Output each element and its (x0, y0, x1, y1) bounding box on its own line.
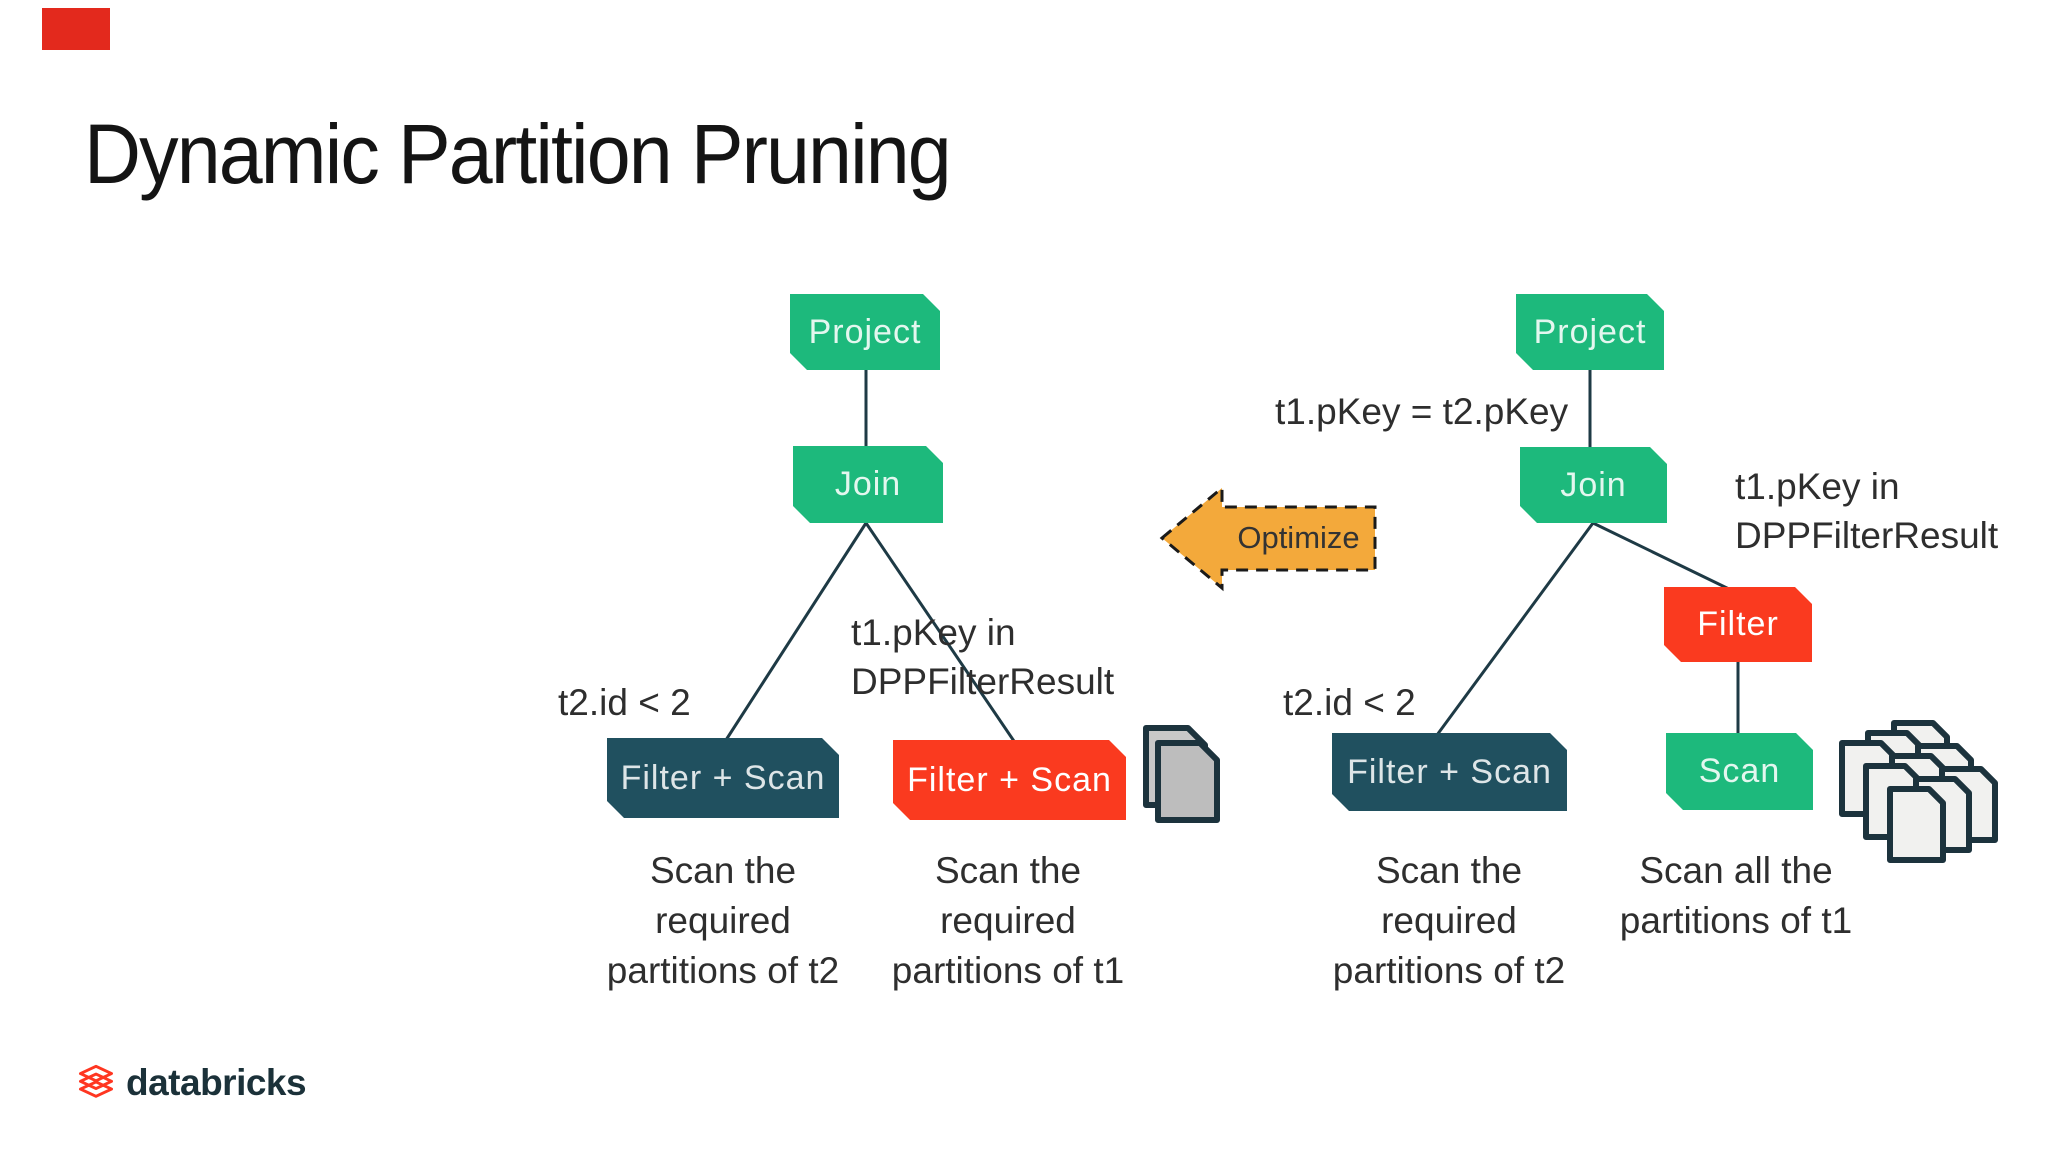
right-t2-caption-line3: partitions of t2 (1332, 950, 1566, 991)
left-dpp-condition-line2: DPPFilterResult (851, 661, 1115, 702)
left-dpp-condition-line1: t1.pKey in (851, 612, 1016, 653)
documents-stack-icon (1839, 720, 1998, 863)
left-join-label: Join (834, 465, 902, 503)
right-filter-scan-label: Filter + Scan (1347, 752, 1552, 791)
left-filter-scan-node: Filter + Scan (607, 738, 839, 818)
right-t2-caption: Scan the required partitions of t2 (1289, 846, 1609, 996)
databricks-logo: databricks (76, 1062, 307, 1104)
left-filter-condition: t2.id < 2 (558, 682, 691, 723)
left-t2-caption-line1: Scan the (649, 850, 797, 891)
right-join-label: Join (1560, 465, 1627, 504)
page-title: Dynamic Partition Pruning (84, 107, 952, 201)
right-filter-label: Filter (1697, 605, 1779, 643)
optimize-arrow-shape (1159, 484, 1377, 592)
left-t2-caption-line2: required (655, 900, 791, 941)
left-t1-caption: Scan the required partitions of t1 (848, 846, 1168, 996)
left-t2-caption-line3: partitions of t2 (606, 950, 840, 991)
connector-lines (724, 370, 1740, 748)
right-filter-scan-node: Filter + Scan (1332, 733, 1567, 811)
databricks-wordmark: databricks (126, 1062, 307, 1103)
right-t1-caption-line2: partitions of t1 (1619, 900, 1853, 941)
left-filter-scan-label: Filter + Scan (620, 758, 826, 797)
left-dpp-filter-scan-node: Filter + Scan (893, 740, 1126, 820)
left-project-label: Project (808, 312, 922, 351)
right-t2-caption-line1: Scan the (1375, 850, 1523, 891)
right-filter-condition: t2.id < 2 (1283, 682, 1416, 723)
left-dpp-condition: t1.pKey in DPPFilterResult (851, 608, 1114, 706)
left-t1-caption-line1: Scan the (934, 850, 1082, 891)
right-scan-label: Scan (1698, 752, 1781, 790)
right-dpp-annotation: t1.pKey in DPPFilterResult (1735, 462, 1998, 560)
right-t1-caption-line1: Scan all the (1639, 850, 1833, 891)
documents-pair-icon (1143, 725, 1220, 823)
left-t1-caption-line2: required (940, 900, 1076, 941)
right-join-condition: t1.pKey = t2.pKey (1275, 391, 1569, 432)
right-join-node: Join (1520, 447, 1667, 523)
left-dpp-filter-scan-label: Filter + Scan (907, 760, 1112, 799)
right-dpp-annotation-line1: t1.pKey in (1735, 466, 1900, 507)
optimize-arrow-label: Optimize (1237, 520, 1360, 555)
right-project-label: Project (1533, 312, 1647, 351)
right-filter-node: Filter (1664, 587, 1812, 662)
databricks-logo-icon (79, 1064, 113, 1098)
left-t2-caption: Scan the required partitions of t2 (563, 846, 883, 996)
right-scan-node: Scan (1666, 733, 1813, 810)
right-project-node: Project (1516, 294, 1664, 370)
slide-accent-bar (42, 8, 110, 50)
left-join-node: Join (793, 446, 943, 523)
right-dpp-annotation-line2: DPPFilterResult (1735, 515, 1999, 556)
right-t2-caption-line2: required (1381, 900, 1517, 941)
left-t1-caption-line3: partitions of t1 (891, 950, 1125, 991)
right-t1-caption: Scan all the partitions of t1 (1576, 846, 1896, 946)
left-project-node: Project (790, 294, 940, 370)
